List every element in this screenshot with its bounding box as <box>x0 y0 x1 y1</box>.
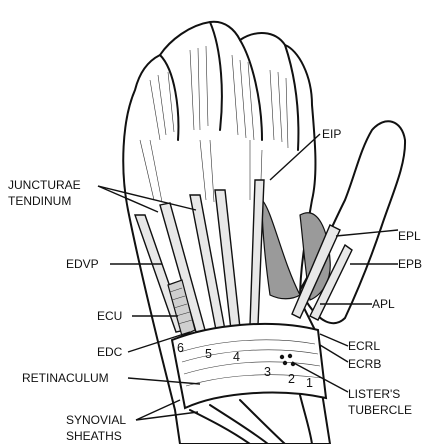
compartment-5: 5 <box>205 347 212 361</box>
label-listers: LISTER'S <box>348 387 400 401</box>
label-ecu: ECU <box>97 309 122 323</box>
label-ecrb: ECRB <box>348 357 381 371</box>
label-edc: EDC <box>97 345 123 359</box>
label-ecrl: ECRL <box>348 339 380 353</box>
label-eip: EIP <box>322 127 341 141</box>
left-labels: JUNCTURAE TENDINUM EDVP ECU EDC RETINACU… <box>8 178 126 443</box>
label-synovial: SYNOVIAL <box>66 413 126 427</box>
label-juncturae: JUNCTURAE <box>8 178 81 192</box>
compartment-1: 1 <box>306 376 313 390</box>
label-epl: EPL <box>398 229 421 243</box>
label-tendinum: TENDINUM <box>8 194 71 208</box>
label-retinaculum: RETINACULUM <box>22 371 109 385</box>
compartment-6: 6 <box>177 341 184 355</box>
compartment-4: 4 <box>233 350 240 364</box>
compartment-3: 3 <box>264 365 271 379</box>
compartment-2: 2 <box>288 372 295 386</box>
label-tubercle: TUBERCLE <box>348 403 412 417</box>
label-sheaths: SHEATHS <box>66 429 122 443</box>
label-apl: APL <box>372 297 395 311</box>
label-edvp: EDVP <box>66 257 99 271</box>
label-epb: EPB <box>398 257 422 271</box>
